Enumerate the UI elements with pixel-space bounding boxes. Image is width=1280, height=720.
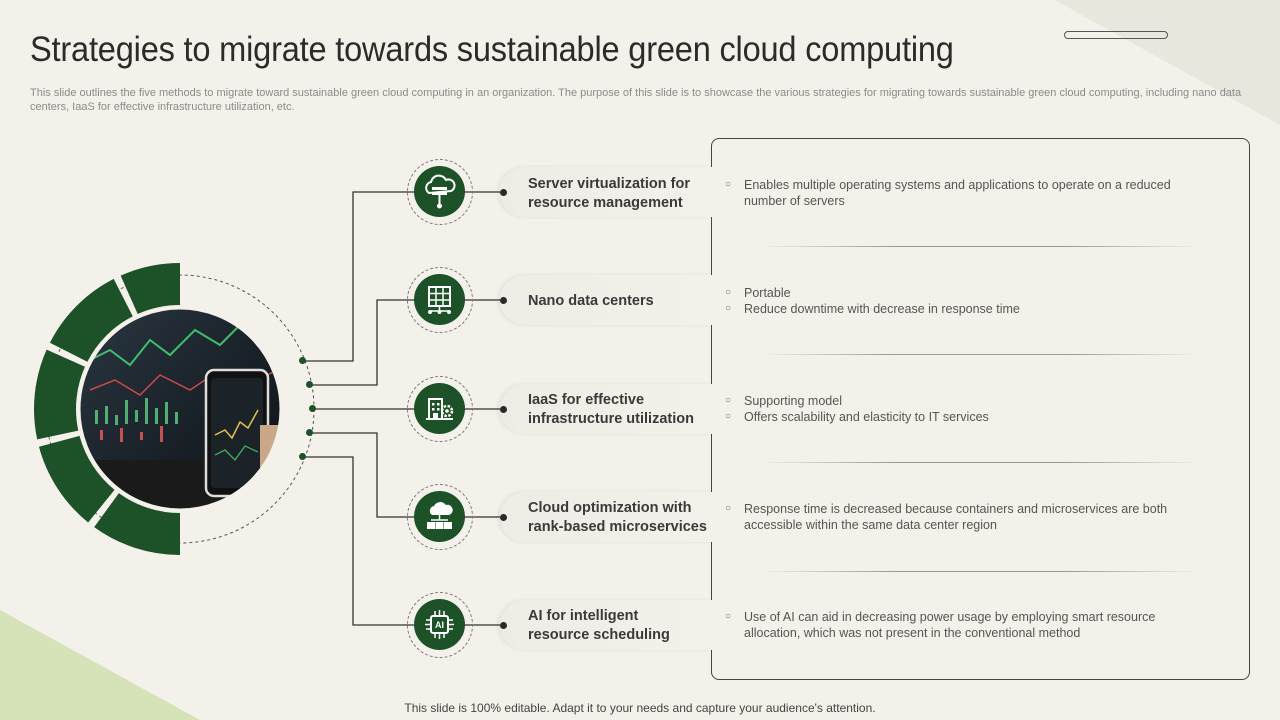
connector-node — [299, 453, 306, 460]
connector-end-dot — [500, 514, 507, 521]
connector-node — [309, 405, 316, 412]
strategy-pill — [500, 384, 712, 434]
strategy-label-line: rank-based microservices — [528, 519, 707, 535]
detail-bullet: Use of AI can aid in decreasing power us… — [725, 609, 1225, 641]
strategy-pill — [500, 167, 712, 217]
strategy-details: Enables multiple operating systems and a… — [725, 177, 1225, 209]
strategy-icon-badge — [407, 267, 473, 333]
strategy-label-line: AI for intelligent — [528, 608, 639, 624]
page-title: Strategies to migrate towards sustainabl… — [30, 30, 954, 69]
detail-bullet: Offers scalability and elasticity to IT … — [725, 409, 1225, 425]
strategy-icon-badge — [407, 159, 473, 225]
cloud-server-icon — [425, 174, 456, 209]
strategy-pill — [500, 492, 712, 542]
strategy-label: Nano data centers — [528, 292, 654, 311]
strategy-details: Portable Reduce downtime with decrease i… — [725, 285, 1225, 317]
hero-graphic — [33, 263, 315, 555]
strategy-label-line: Cloud optimization with — [528, 500, 692, 516]
strategy-icon-badge: AI — [407, 592, 473, 658]
connector-node — [306, 381, 313, 388]
strategy-pill — [500, 600, 712, 650]
detail-bullet: Supporting model — [725, 393, 1225, 409]
strategy-label-line: IaaS for effective — [528, 392, 645, 408]
separator — [760, 462, 1200, 463]
strategy-pill — [500, 275, 712, 325]
connector-end-dot — [500, 622, 507, 629]
connector-end-dot — [500, 297, 507, 304]
data-center-icon — [428, 286, 451, 314]
detail-bullet: Reduce downtime with decrease in respons… — [725, 301, 1225, 317]
arc-segment — [49, 278, 133, 362]
arc-segment — [94, 493, 180, 555]
strategy-icon-badge — [407, 484, 473, 550]
arc-segment — [33, 349, 85, 440]
strategy-label: AI for intelligent resource scheduling — [528, 607, 670, 645]
ai-chip-icon: AI — [425, 610, 454, 639]
detail-bullet: Response time is decreased because conta… — [725, 501, 1225, 533]
strategy-label-line: Server virtualization for — [528, 176, 690, 192]
cloud-network-icon — [427, 502, 453, 529]
strategy-label-line: resource scheduling — [528, 627, 670, 643]
connector-end-dot — [500, 406, 507, 413]
strategy-label: Server virtualization for resource manag… — [528, 175, 690, 213]
strategy-label: Cloud optimization with rank-based micro… — [528, 499, 707, 537]
separator — [760, 571, 1200, 572]
footer-note: This slide is 100% editable. Adapt it to… — [404, 701, 876, 715]
connector-end-dot — [500, 189, 507, 196]
page-subtitle: This slide outlines the five methods to … — [30, 87, 1242, 113]
strategy-details: Use of AI can aid in decreasing power us… — [725, 609, 1225, 641]
strategy-icon-badge — [407, 376, 473, 442]
strategy-label-line: Nano data centers — [528, 293, 654, 309]
strategy-label: IaaS for effective infrastructure utiliz… — [528, 391, 694, 429]
green-arc-segments — [33, 263, 180, 555]
detail-bullet: Portable — [725, 285, 1225, 301]
strategy-details: Supporting model Offers scalability and … — [725, 393, 1225, 425]
detail-bullet: Enables multiple operating systems and a… — [725, 177, 1225, 209]
connector-node — [306, 429, 313, 436]
strategy-details: Response time is decreased because conta… — [725, 501, 1225, 533]
decorative-bar — [1064, 31, 1168, 39]
svg-text:AI: AI — [435, 620, 444, 630]
arc-segment — [38, 435, 115, 523]
strategy-label-line: infrastructure utilization — [528, 411, 694, 427]
separator — [760, 246, 1200, 247]
arc-segment — [120, 263, 180, 314]
connector-node — [299, 357, 306, 364]
building-gear-icon — [426, 398, 454, 420]
separator — [760, 354, 1200, 355]
strategy-label-line: resource management — [528, 195, 683, 211]
